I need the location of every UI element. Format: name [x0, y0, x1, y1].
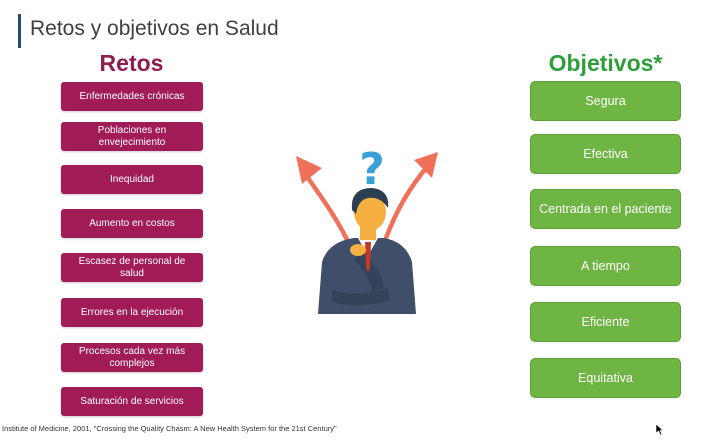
reto-item: Escasez de personal de salud [61, 253, 203, 282]
thinking-man-icon: ? [296, 144, 438, 314]
title-accent-bar [18, 14, 21, 48]
objetivo-item: Eficiente [530, 302, 681, 342]
mouse-pointer-icon [656, 424, 664, 435]
retos-heading: Retos [99, 50, 164, 76]
citation: Institute of Medicine, 2001, "Crossing t… [2, 424, 337, 433]
reto-item: Saturación de servicios [61, 387, 203, 416]
reto-item: Procesos cada vez más complejos [61, 343, 203, 372]
objetivo-item: Efectiva [530, 134, 681, 174]
objetivo-item: Centrada en el paciente [530, 189, 681, 229]
reto-item: Enfermedades crónicas [61, 82, 203, 111]
objetivo-item: A tiempo [530, 246, 681, 286]
reto-item: Inequidad [61, 165, 203, 194]
reto-item: Aumento en costos [61, 209, 203, 238]
reto-item: Poblaciones en envejecimiento [61, 122, 203, 151]
objetivo-item: Segura [530, 81, 681, 121]
objetivos-heading: Objetivos* [548, 50, 663, 76]
slide-title: Retos y objetivos en Salud [30, 17, 279, 40]
objetivo-item: Equitativa [530, 358, 681, 398]
reto-item: Errores en la ejecución [61, 298, 203, 327]
svg-text:?: ? [359, 144, 385, 195]
